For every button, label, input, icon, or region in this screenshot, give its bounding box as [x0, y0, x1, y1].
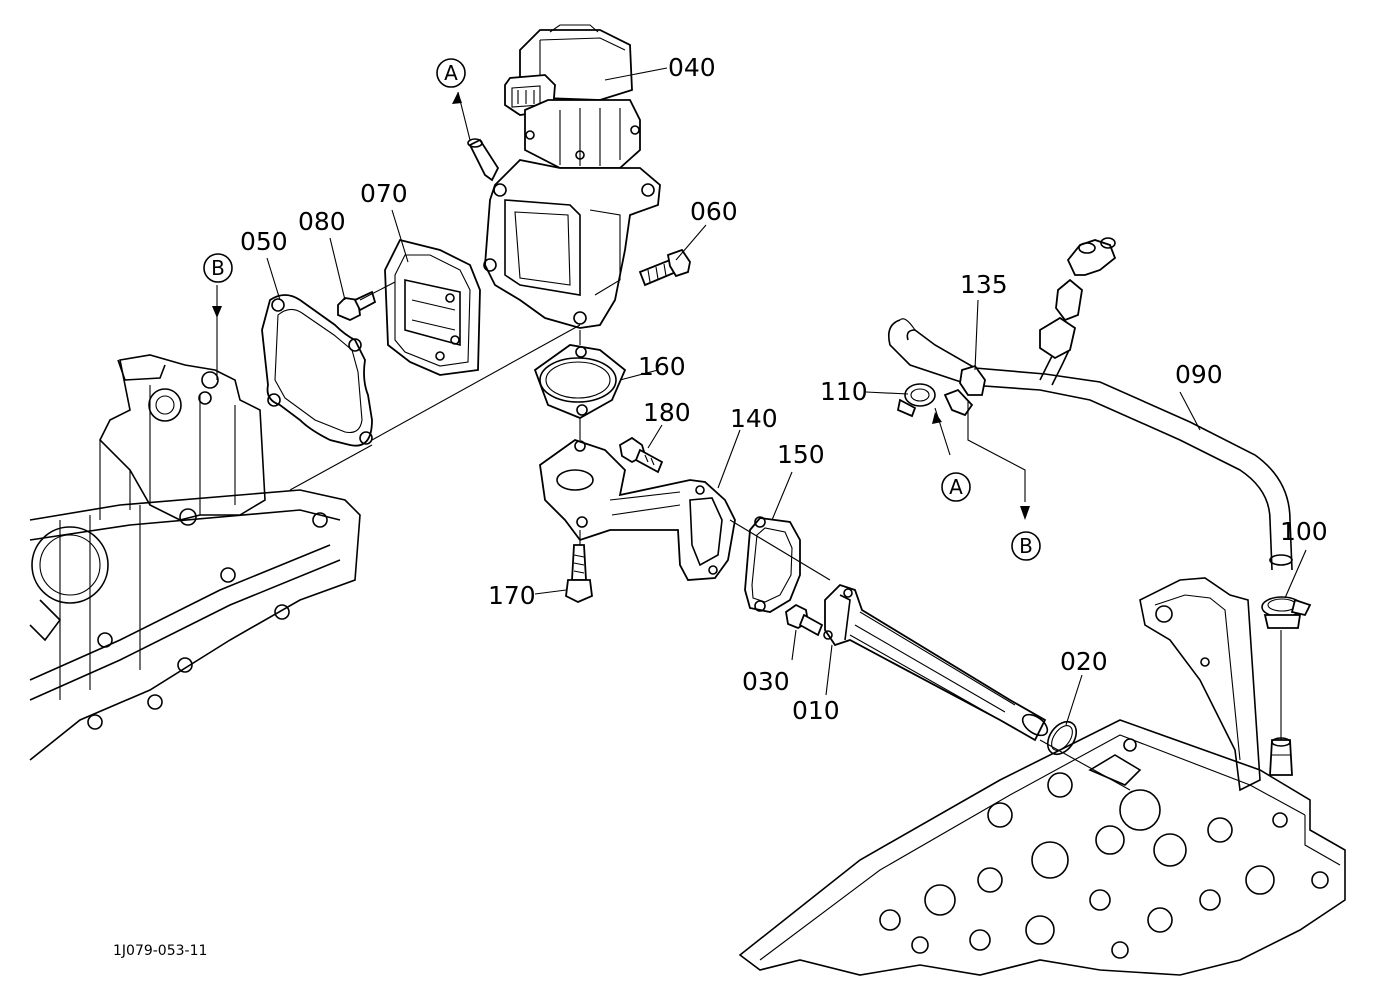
ref-b-left-label: B	[211, 256, 225, 280]
ref-b-right: B	[1011, 531, 1041, 561]
egr-pipe-010-drawing	[823, 583, 1049, 742]
egr-pipe-140-drawing	[539, 439, 736, 581]
ref-a-top-label: A	[444, 61, 458, 85]
clamp-110-drawing	[896, 383, 936, 418]
ref-a-top: A	[436, 58, 466, 88]
valve-plate-070-drawing	[384, 238, 481, 376]
label-080: 080	[298, 207, 346, 236]
ref-a-lower-label: A	[949, 475, 963, 499]
hose-090-drawing	[887, 237, 1293, 571]
label-160: 160	[638, 352, 686, 381]
bolt-030-drawing	[785, 603, 824, 637]
assembly-lines	[216, 91, 1282, 791]
label-030: 030	[742, 667, 790, 696]
label-020: 020	[1060, 647, 1108, 676]
label-100: 100	[1280, 517, 1328, 546]
bolt-060-drawing	[638, 248, 691, 287]
diagram-id-caption: 1J079-053-11	[113, 943, 207, 959]
label-090: 090	[1175, 360, 1223, 389]
o-ring-020-drawing	[1046, 720, 1078, 756]
label-070: 070	[360, 179, 408, 208]
label-140: 140	[730, 404, 778, 433]
bolt-170-drawing	[565, 544, 593, 603]
gasket-160-drawing	[533, 344, 627, 419]
ref-a-lower: A	[941, 472, 971, 502]
intake-manifold-drawing	[29, 354, 361, 761]
arrowheads	[212, 92, 1030, 520]
gasket-050-drawing	[261, 294, 373, 447]
ref-b-left: B	[203, 253, 233, 283]
label-010: 010	[792, 696, 840, 725]
label-170: 170	[488, 581, 536, 610]
bracket-drawing	[1139, 577, 1261, 792]
clamp-135-drawing	[943, 364, 986, 417]
label-180: 180	[643, 398, 691, 427]
label-050: 050	[240, 227, 288, 256]
cylinder-head-drawing	[738, 719, 1346, 976]
label-060: 060	[690, 197, 738, 226]
leader-lines	[266, 67, 1307, 726]
gasket-150-drawing	[744, 516, 801, 613]
bolt-080-drawing	[337, 290, 377, 321]
label-040: 040	[668, 53, 716, 82]
nipple-drawing	[1269, 737, 1293, 776]
label-110: 110	[820, 377, 868, 406]
label-150: 150	[777, 440, 825, 469]
clamp-100-drawing	[1261, 596, 1312, 629]
bolt-180-drawing	[619, 436, 664, 474]
label-135: 135	[960, 270, 1008, 299]
egr-valve-040-drawing	[467, 24, 661, 329]
ref-b-right-label: B	[1019, 534, 1033, 558]
